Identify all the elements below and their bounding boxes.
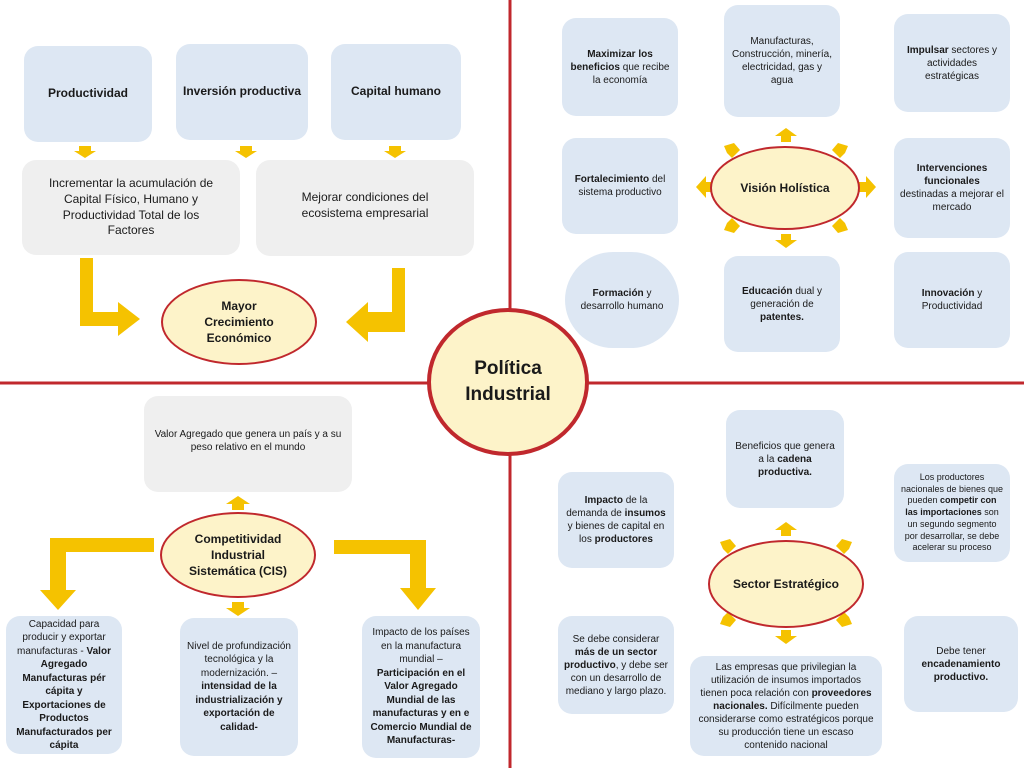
arrow-down-2 xyxy=(235,146,257,158)
capacidad-producir-box: Capacidad para producir y exportar manuf… xyxy=(6,616,122,754)
educacion-dual-box: Educación dual y generación de patentes. xyxy=(724,256,840,352)
valor-agregado-box: Valor Agregado que genera un país y a su… xyxy=(144,396,352,492)
competitividad-cis-oval: Competitividad Industrial Sistemática (C… xyxy=(160,512,316,598)
ray4-nw xyxy=(720,539,736,554)
ray4-sw xyxy=(720,612,736,627)
center-line-1: Política xyxy=(474,358,542,380)
impacto-demanda-box: Impacto de la demanda de insumos y biene… xyxy=(558,472,674,568)
ray4-ne xyxy=(836,539,852,554)
fortalecimiento-box: Fortalecimiento del sistema productivo xyxy=(562,138,678,234)
ecosistema-empresarial-box: Mejorar condiciones del ecosistema empre… xyxy=(256,160,474,256)
mayor-crecimiento-oval: Mayor Crecimiento Económico xyxy=(161,279,317,365)
vision-holistica-oval: Visión Holística xyxy=(710,146,860,230)
productividad-box: Productividad xyxy=(24,46,152,142)
innovacion-box: Innovación y Productividad xyxy=(894,252,1010,348)
ray4-s xyxy=(775,630,797,644)
beneficios-cadena-box: Beneficios que genera a la cadena produc… xyxy=(726,410,844,508)
arrow-down-3 xyxy=(384,146,406,158)
impacto-paises-box: Impacto de los países en la manufactura … xyxy=(362,616,480,758)
arrow-down-1 xyxy=(74,146,96,158)
ray-ne xyxy=(832,143,848,158)
arrow-up-top xyxy=(226,496,250,510)
ray4-n xyxy=(775,522,797,536)
capital-humano-box: Capital humano xyxy=(331,44,461,140)
sector-estrategico-oval: Sector Estratégico xyxy=(708,540,864,628)
acumulacion-capital-box: Incrementar la acumulación de Capital Fí… xyxy=(22,160,240,255)
intervenciones-funcionales-box: Intervenciones funcionales destinadas a … xyxy=(894,138,1010,238)
inversion-productiva-box: Inversión productiva xyxy=(176,44,308,140)
ray-s xyxy=(775,234,797,248)
maximizar-beneficios-box: Maximizar los beneficios que recibe la e… xyxy=(562,18,678,116)
l-arrow-down-right xyxy=(334,540,436,610)
center-line-2: Industrial xyxy=(465,384,551,405)
sectores-manufacturas-box: Manufacturas, Construcción, minería, ele… xyxy=(724,5,840,117)
ray-nw xyxy=(724,143,740,158)
encadenamiento-box: Debe tener encadenamiento productivo. xyxy=(904,616,1018,712)
l-arrow-left xyxy=(80,258,140,336)
insumos-importados-box: Las empresas que privilegian la utilizac… xyxy=(690,656,882,756)
politica-industrial-center: Política Industrial xyxy=(427,308,589,456)
l-arrow-down-left xyxy=(40,538,154,610)
ray4-se xyxy=(836,612,852,627)
ray-n xyxy=(775,128,797,142)
l-arrow-right xyxy=(346,268,405,342)
profundizacion-tecnologica-box: Nivel de profundización tecnológica y la… xyxy=(180,618,298,756)
productores-nacionales-box: Los productores nacionales de bienes que… xyxy=(894,464,1010,562)
ray-e xyxy=(858,176,876,198)
ray-sw xyxy=(724,218,740,233)
ray-se xyxy=(832,218,848,233)
formacion-box: Formación y desarrollo humano xyxy=(565,252,679,348)
ray-w xyxy=(696,176,712,198)
arrow-down-mid xyxy=(226,602,250,616)
mas-sector-productivo-box: Se debe considerar más de un sector prod… xyxy=(558,616,674,714)
impulsar-sectores-box: Impulsar sectores y actividades estratég… xyxy=(894,14,1010,112)
